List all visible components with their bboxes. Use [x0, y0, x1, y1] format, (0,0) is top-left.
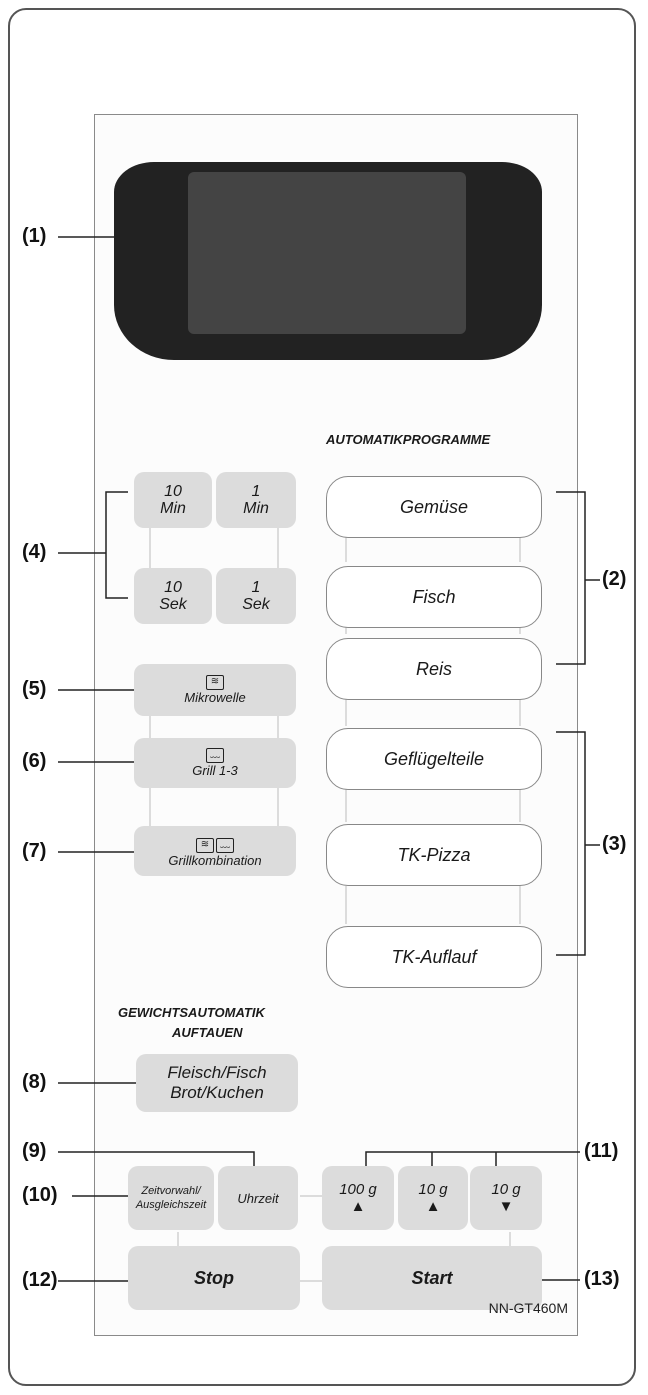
weight-100g-up-button[interactable]: 100 g ▲: [322, 1166, 394, 1230]
time-1sec-value: 1: [251, 579, 261, 596]
time-10sec-button[interactable]: 10 Sek: [134, 568, 212, 624]
callout-4: (4): [22, 541, 47, 563]
auto-program-rice[interactable]: Reis: [326, 638, 542, 700]
microwave-label: Mikrowelle: [184, 690, 246, 705]
weight-defrost-heading-2: AUFTAUEN: [172, 1025, 243, 1040]
callout-10: (10): [22, 1184, 58, 1206]
time-1min-unit: Min: [243, 500, 269, 517]
clock-label: Uhrzeit: [237, 1190, 279, 1206]
start-button[interactable]: Start: [322, 1246, 542, 1310]
weight-100g-label: 100 g: [339, 1181, 377, 1198]
auto-program-fish[interactable]: Fisch: [326, 566, 542, 628]
weight-10g-up-button[interactable]: 10 g ▲: [398, 1166, 468, 1230]
time-1min-value: 1: [251, 483, 261, 500]
preset-time-button[interactable]: Zeitvorwahl/ Ausgleichszeit: [128, 1166, 214, 1230]
time-1sec-button[interactable]: 1 Sek: [216, 568, 296, 624]
callout-9: (9): [22, 1140, 47, 1162]
grill-combination-button[interactable]: ≋﹏ Grillkombination: [134, 826, 296, 876]
time-10min-value: 10: [164, 483, 182, 500]
callout-13: (13): [584, 1268, 620, 1290]
time-10min-button[interactable]: 10 Min: [134, 472, 212, 528]
auto-program-poultry[interactable]: Geflügelteile: [326, 728, 542, 790]
auto-program-frozen-pizza[interactable]: TK-Pizza: [326, 824, 542, 886]
display-screen: [188, 172, 466, 334]
time-10sec-unit: Sek: [159, 596, 187, 613]
arrow-down-icon: ▼: [498, 1198, 514, 1215]
weight-10g-down-label: 10 g: [491, 1181, 521, 1198]
combi-icons: ≋﹏: [195, 835, 235, 853]
callout-12: (12): [22, 1269, 58, 1291]
grill-combination-label: Grillkombination: [168, 852, 262, 868]
microwave-button[interactable]: ≋ Mikrowelle: [134, 664, 296, 716]
defrost-label-2: Brot/Kuchen: [170, 1083, 264, 1102]
preset-time-label-2: Ausgleichszeit: [135, 1199, 207, 1211]
microwave-icon: ≋: [206, 675, 224, 690]
callout-1: (1): [22, 225, 47, 247]
auto-programs-heading: AUTOMATIKPROGRAMME: [326, 432, 491, 447]
model-number: NN-GT460M: [488, 1300, 568, 1316]
grill-icon: ﹏: [216, 837, 234, 853]
callout-5: (5): [22, 678, 47, 700]
time-1min-button[interactable]: 1 Min: [216, 472, 296, 528]
clock-button[interactable]: Uhrzeit: [218, 1166, 298, 1230]
callout-8: (8): [22, 1071, 47, 1093]
callout-7: (7): [22, 840, 47, 862]
arrow-up-icon: ▲: [350, 1198, 366, 1215]
preset-time-label-1: Zeitvorwahl/: [141, 1185, 201, 1197]
time-1sec-unit: Sek: [242, 596, 270, 613]
microwave-icon: ≋: [196, 837, 214, 853]
callout-3: (3): [602, 833, 627, 855]
stop-button[interactable]: Stop: [128, 1246, 300, 1310]
weight-10g-down-button[interactable]: 10 g ▼: [470, 1166, 542, 1230]
defrost-button[interactable]: Fleisch/Fisch Brot/Kuchen: [136, 1054, 298, 1112]
weight-defrost-heading-1: GEWICHTSAUTOMATIK: [118, 1005, 265, 1020]
grill-icon: ﹏: [206, 748, 224, 763]
time-10min-unit: Min: [160, 500, 186, 517]
defrost-label-1: Fleisch/Fisch: [167, 1063, 267, 1082]
callout-6: (6): [22, 750, 47, 772]
callout-11: (11): [584, 1140, 619, 1162]
callout-2: (2): [602, 568, 627, 590]
grill-label: Grill 1-3: [192, 763, 238, 778]
grill-button[interactable]: ﹏ Grill 1-3: [134, 738, 296, 788]
time-10sec-value: 10: [164, 579, 182, 596]
auto-program-vegetables[interactable]: Gemüse: [326, 476, 542, 538]
weight-10g-up-label: 10 g: [418, 1181, 448, 1198]
auto-program-frozen-casserole[interactable]: TK-Auflauf: [326, 926, 542, 988]
arrow-up-icon: ▲: [425, 1198, 441, 1215]
